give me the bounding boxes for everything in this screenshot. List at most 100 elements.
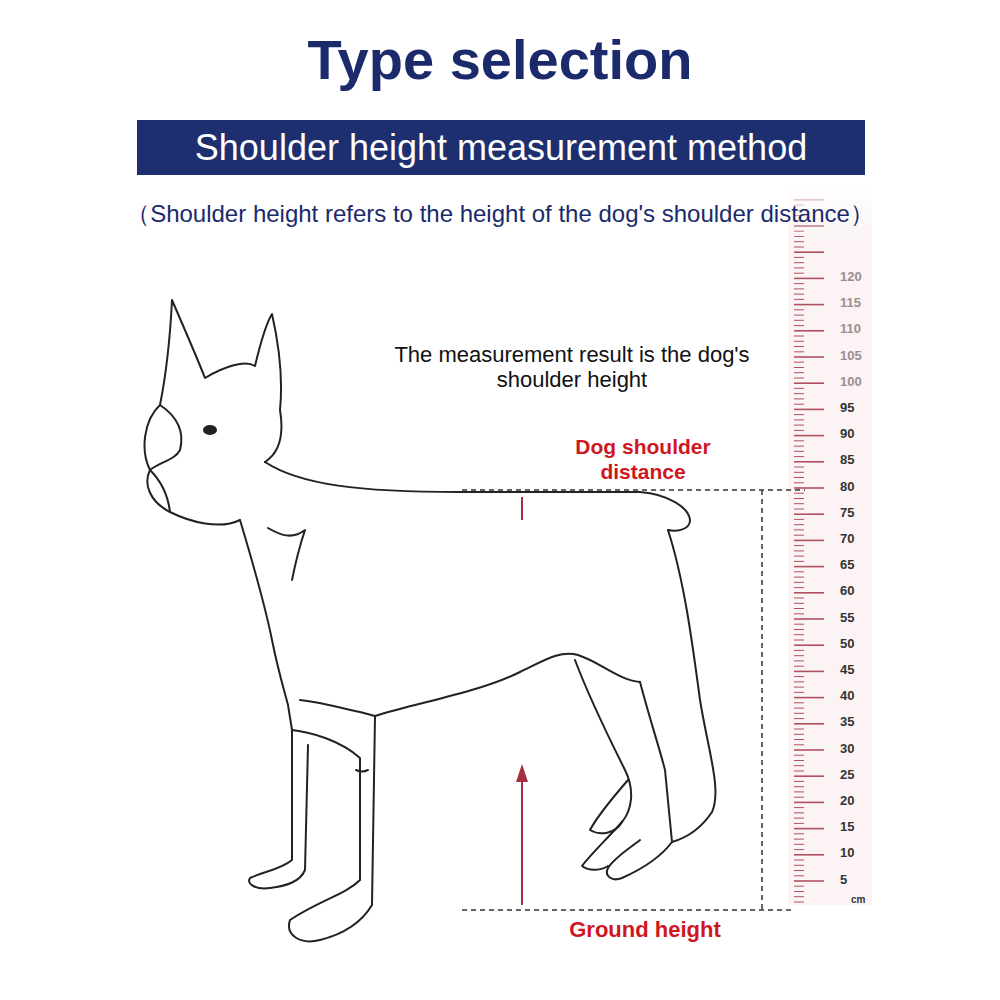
ruler-tick bbox=[794, 456, 804, 457]
ruler-tick bbox=[794, 435, 824, 437]
ruler-number: 110 bbox=[838, 322, 863, 337]
ruler-tick bbox=[794, 812, 804, 813]
ruler-tick bbox=[794, 509, 804, 510]
ruler-tick bbox=[794, 472, 804, 473]
ruler-number: 25 bbox=[838, 768, 856, 783]
ruler-tick bbox=[794, 755, 804, 756]
ruler-number: 75 bbox=[838, 506, 856, 521]
ruler-number: 90 bbox=[838, 427, 856, 442]
ruler-tick bbox=[794, 498, 804, 499]
ruler-number: 30 bbox=[838, 742, 856, 757]
ruler-tick bbox=[794, 393, 804, 394]
ruler-tick bbox=[794, 440, 804, 441]
ruler-tick bbox=[794, 697, 824, 699]
shoulder-label: Dog shoulder distance bbox=[548, 434, 738, 484]
ruler-tick bbox=[794, 802, 824, 804]
ruler-tick bbox=[794, 598, 804, 599]
ruler-tick bbox=[794, 765, 804, 766]
ruler-tick bbox=[794, 409, 824, 411]
ruler-tick bbox=[794, 398, 804, 399]
ruler-number: 120 bbox=[838, 270, 864, 285]
ruler-tick bbox=[794, 854, 824, 856]
ruler-tick bbox=[794, 839, 804, 840]
ruler-tick bbox=[794, 860, 804, 861]
ruler-tick bbox=[794, 487, 824, 489]
ruler-number: 105 bbox=[838, 349, 864, 364]
ruler-tick bbox=[794, 844, 804, 845]
ruler-tick bbox=[794, 592, 824, 594]
ruler-tick bbox=[794, 744, 804, 745]
ruler-tick bbox=[794, 414, 804, 415]
result-note: The measurement result is the dog's shou… bbox=[367, 342, 777, 393]
ruler-tick bbox=[794, 419, 804, 420]
ruler-tick bbox=[794, 702, 804, 703]
ruler-tick bbox=[794, 461, 824, 463]
ruler-tick bbox=[794, 875, 804, 876]
ruler-tick bbox=[794, 482, 804, 483]
ruler-tick bbox=[794, 775, 824, 777]
ruler-tick bbox=[794, 666, 804, 667]
ruler-number: 70 bbox=[838, 532, 856, 547]
ruler-tick bbox=[794, 660, 804, 661]
ruler-tick bbox=[794, 524, 804, 525]
ruler-tick bbox=[794, 849, 804, 850]
ruler-tick bbox=[794, 446, 804, 447]
ruler-number: 5 bbox=[838, 873, 849, 888]
ruler-tick bbox=[794, 545, 804, 546]
ruler-tick bbox=[794, 556, 804, 557]
ruler-number: 40 bbox=[838, 689, 856, 704]
ruler-number: 65 bbox=[838, 558, 856, 573]
ruler-tick bbox=[794, 739, 804, 740]
ruler-tick bbox=[794, 828, 824, 830]
ruler-tick bbox=[794, 467, 804, 468]
ruler-tick bbox=[794, 513, 824, 515]
ruler-tick bbox=[794, 865, 804, 866]
ruler-number: 50 bbox=[838, 637, 856, 652]
ruler-tick bbox=[794, 634, 804, 635]
ruler-tick bbox=[794, 540, 824, 542]
band-text: Shoulder height measurement method bbox=[195, 127, 807, 168]
subtitle-note: （Shoulder height refers to the height of… bbox=[126, 200, 874, 228]
ruler-tick bbox=[794, 718, 804, 719]
ruler-number: 95 bbox=[838, 401, 856, 416]
ruler-tick bbox=[794, 608, 804, 609]
ruler-tick bbox=[794, 723, 824, 725]
ruler-number: 100 bbox=[838, 375, 864, 390]
ruler-tick bbox=[794, 902, 804, 903]
ruler-tick bbox=[794, 891, 804, 892]
ruler-tick bbox=[794, 687, 804, 688]
ruler-tick bbox=[794, 603, 804, 604]
ruler-tick bbox=[794, 781, 804, 782]
ruler-tick bbox=[794, 655, 804, 656]
ruler-tick bbox=[794, 519, 804, 520]
ruler-tick bbox=[794, 571, 804, 572]
ruler-tick bbox=[794, 807, 804, 808]
ruler-tick bbox=[794, 566, 824, 568]
ruler-number: 60 bbox=[838, 584, 856, 599]
ruler-tick bbox=[794, 708, 804, 709]
ruler-number: 45 bbox=[838, 663, 856, 678]
ruler-tick bbox=[794, 430, 804, 431]
ruler-tick bbox=[794, 618, 824, 620]
ruler-tick bbox=[794, 791, 804, 792]
height-arrow bbox=[521, 778, 523, 905]
ruler-tick bbox=[794, 671, 824, 673]
shoulder-tick bbox=[521, 497, 523, 520]
ruler-tick bbox=[794, 451, 804, 452]
ruler-tick bbox=[794, 582, 804, 583]
heading-band: Shoulder height measurement method bbox=[137, 120, 865, 175]
ruler-tick bbox=[794, 681, 804, 682]
ruler-number: 35 bbox=[838, 715, 856, 730]
ruler-tick bbox=[794, 771, 804, 772]
ruler-tick bbox=[794, 644, 824, 646]
ruler-tick bbox=[794, 529, 804, 530]
ruler-number: 20 bbox=[838, 794, 856, 809]
ruler-tick bbox=[794, 425, 804, 426]
ruler-tick bbox=[794, 613, 804, 614]
dashed-guides bbox=[462, 490, 805, 910]
ruler-tick bbox=[794, 493, 804, 494]
ruler-tick bbox=[794, 713, 804, 714]
ruler-tick bbox=[794, 833, 804, 834]
page-title: Type selection bbox=[308, 28, 693, 92]
ruler-tick bbox=[794, 503, 804, 504]
